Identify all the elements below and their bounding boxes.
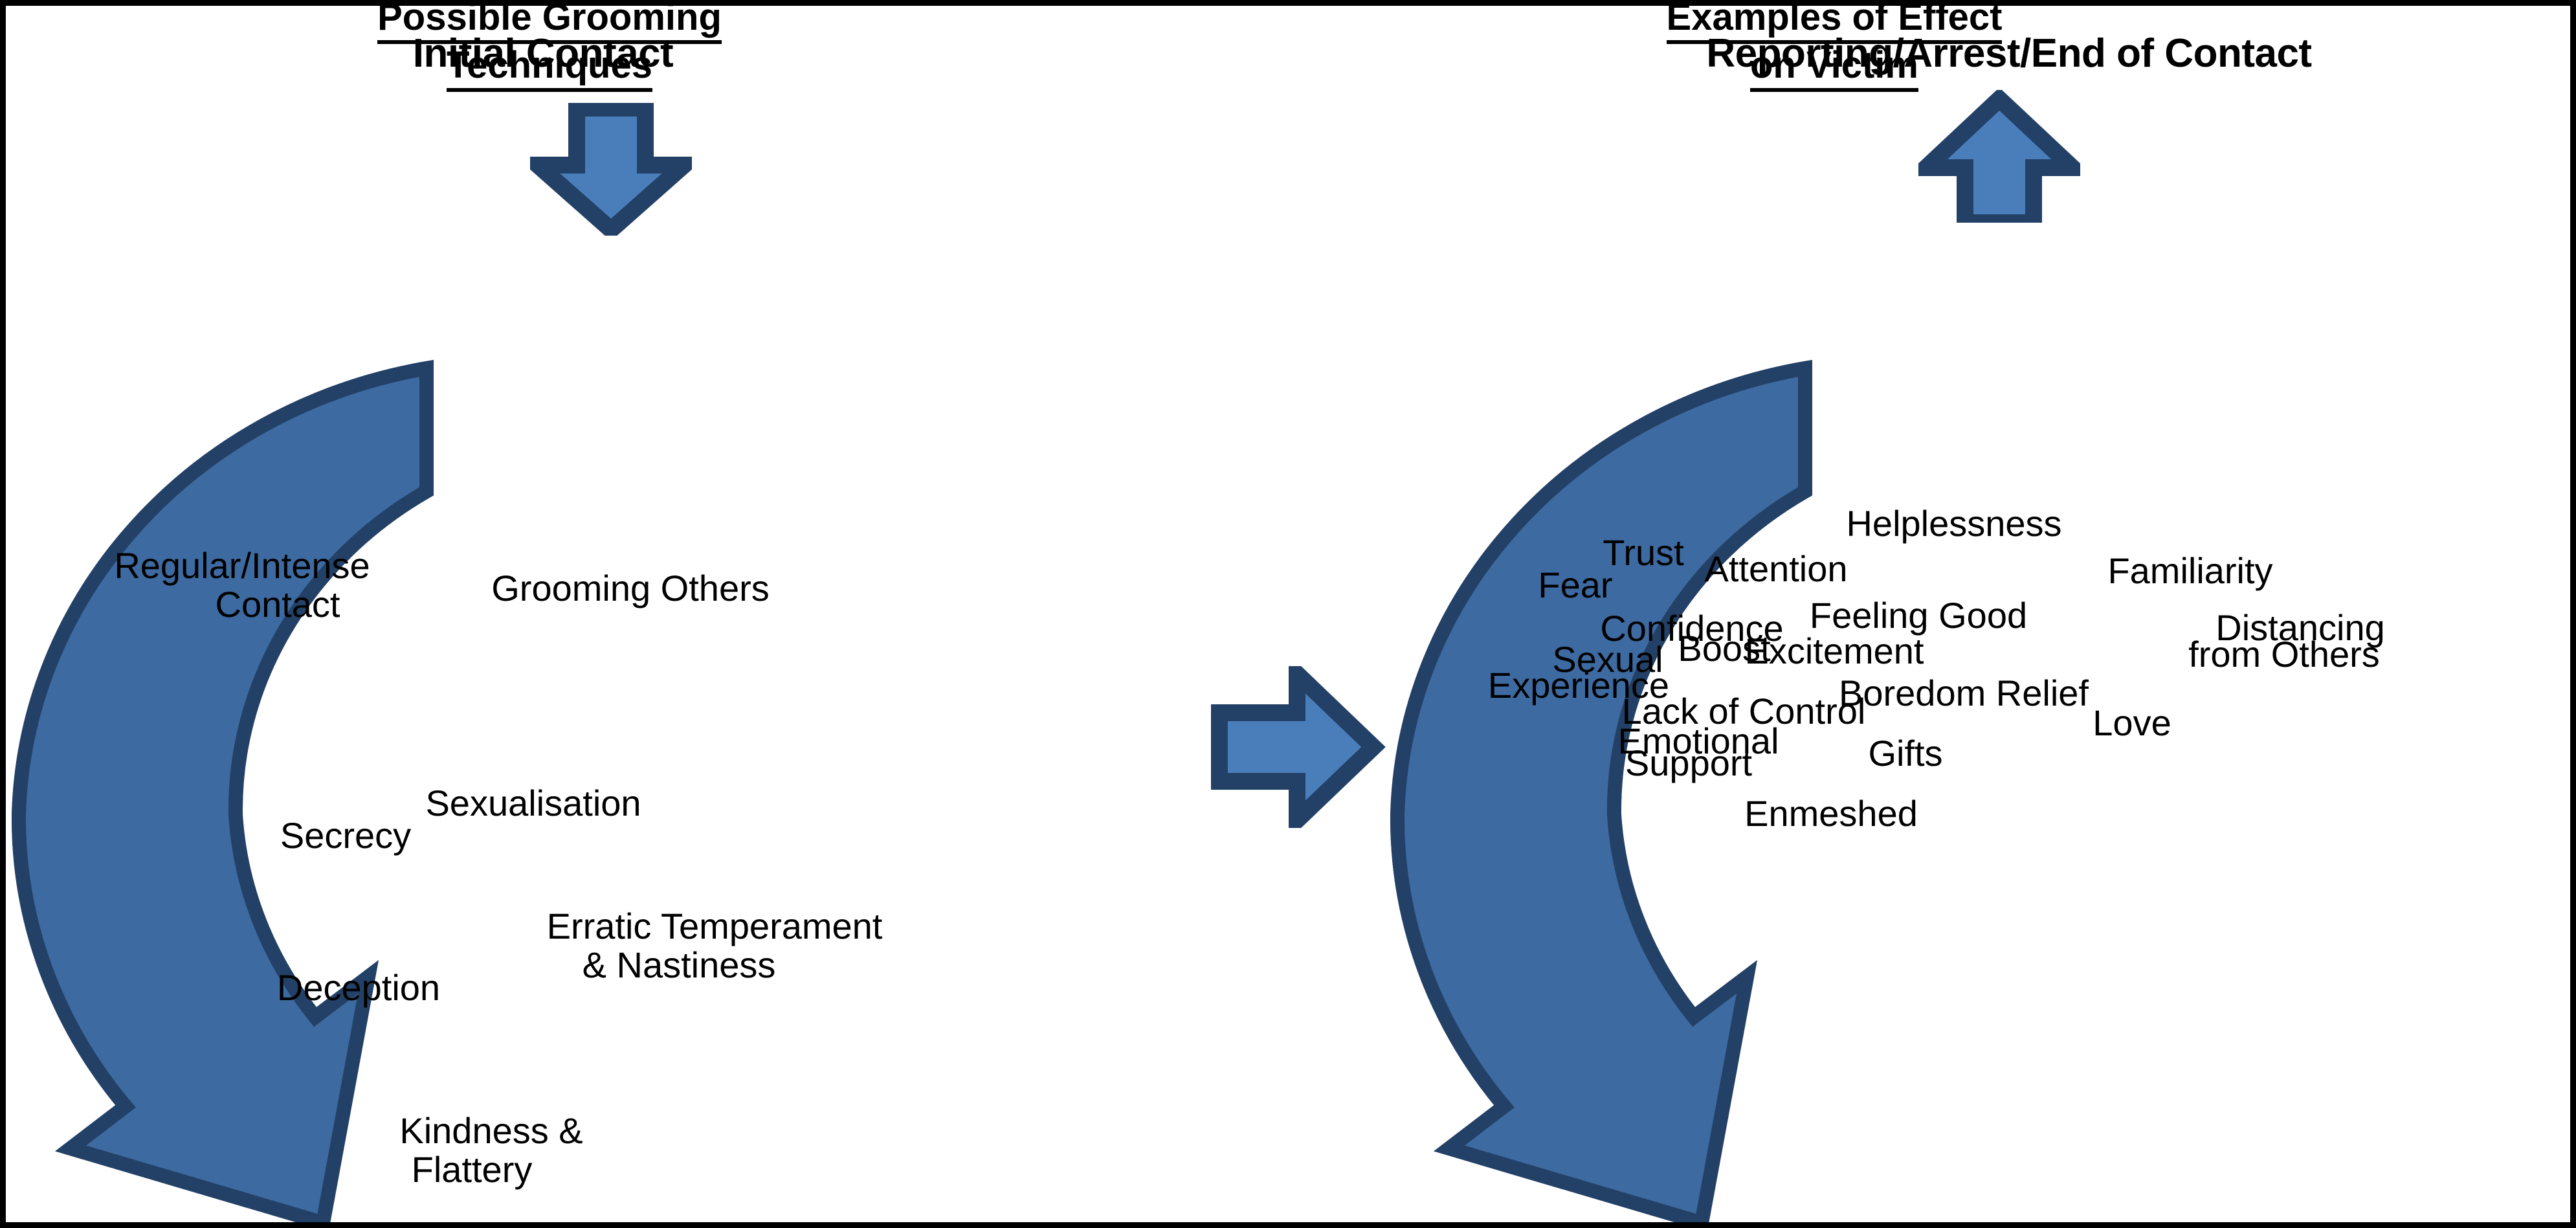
right-term-9: from Others	[2188, 634, 2380, 675]
right-term-16: Emotional	[1617, 720, 1779, 761]
right-term-10: Sexual	[1552, 639, 1663, 680]
left-cycle-title: Possible Grooming Techniques	[323, 6, 776, 92]
left-term-9: Flattery	[411, 1149, 533, 1190]
right-term-13: Boredom Relief	[1839, 673, 2089, 713]
right-term-2: Attention	[1704, 548, 1848, 589]
reporting-arrest-heading: Reporting/Arrest/End of Contact	[1706, 31, 2312, 76]
right-term-11: Excitement	[1744, 631, 1924, 671]
left-term-7: Deception	[276, 967, 441, 1008]
right-cycle-title: Examples of Effect on Victim	[1608, 6, 2061, 92]
circular-cycle-arrow-icon-right	[1390, 359, 1812, 1222]
left-cycle-title-line1: Possible Grooming	[377, 6, 722, 44]
right-term-7: Boost	[1678, 628, 1771, 669]
right-term-14: Lack of Control	[1621, 691, 1866, 731]
circular-cycle-arrow-icon-left	[11, 359, 434, 1222]
left-cycle-title-line2: Techniques	[447, 44, 652, 92]
right-term-1: Trust	[1603, 532, 1684, 573]
left-term-0: Regular/Intense	[114, 545, 370, 586]
right-term-3: Familiarity	[2107, 550, 2273, 591]
initial-contact-heading: Initial Contact	[412, 31, 674, 76]
right-term-19: Enmeshed	[1744, 793, 1918, 834]
left-term-8: Kindness &	[399, 1110, 583, 1151]
right-term-12: Experience	[1487, 665, 1670, 706]
left-term-3: Sexualisation	[425, 783, 641, 823]
arrow-up-icon	[1918, 90, 2080, 223]
left-term-1: Contact	[215, 584, 340, 625]
right-term-17: Gifts	[1868, 733, 1943, 774]
right-cycle-title-line1: Examples of Effect	[1666, 6, 2003, 44]
left-term-4: Secrecy	[280, 815, 412, 856]
left-term-5: Erratic Temperament	[546, 906, 883, 946]
right-term-4: Fear	[1538, 564, 1613, 605]
arrow-down-icon	[530, 103, 692, 236]
left-term-6: & Nastiness	[582, 944, 776, 985]
right-term-6: Confidence	[1600, 608, 1784, 649]
right-cycle-title-line2: on Victim	[1750, 44, 1918, 92]
right-term-18: Support	[1625, 742, 1753, 783]
left-term-2: Grooming Others	[491, 568, 770, 608]
arrow-right-icon	[1211, 666, 1386, 828]
right-term-8: Distancing	[2215, 607, 2385, 648]
right-term-0: Helplessness	[1846, 503, 2062, 544]
right-term-5: Feeling Good	[1809, 595, 2028, 636]
right-term-15: Love	[2093, 702, 2171, 743]
